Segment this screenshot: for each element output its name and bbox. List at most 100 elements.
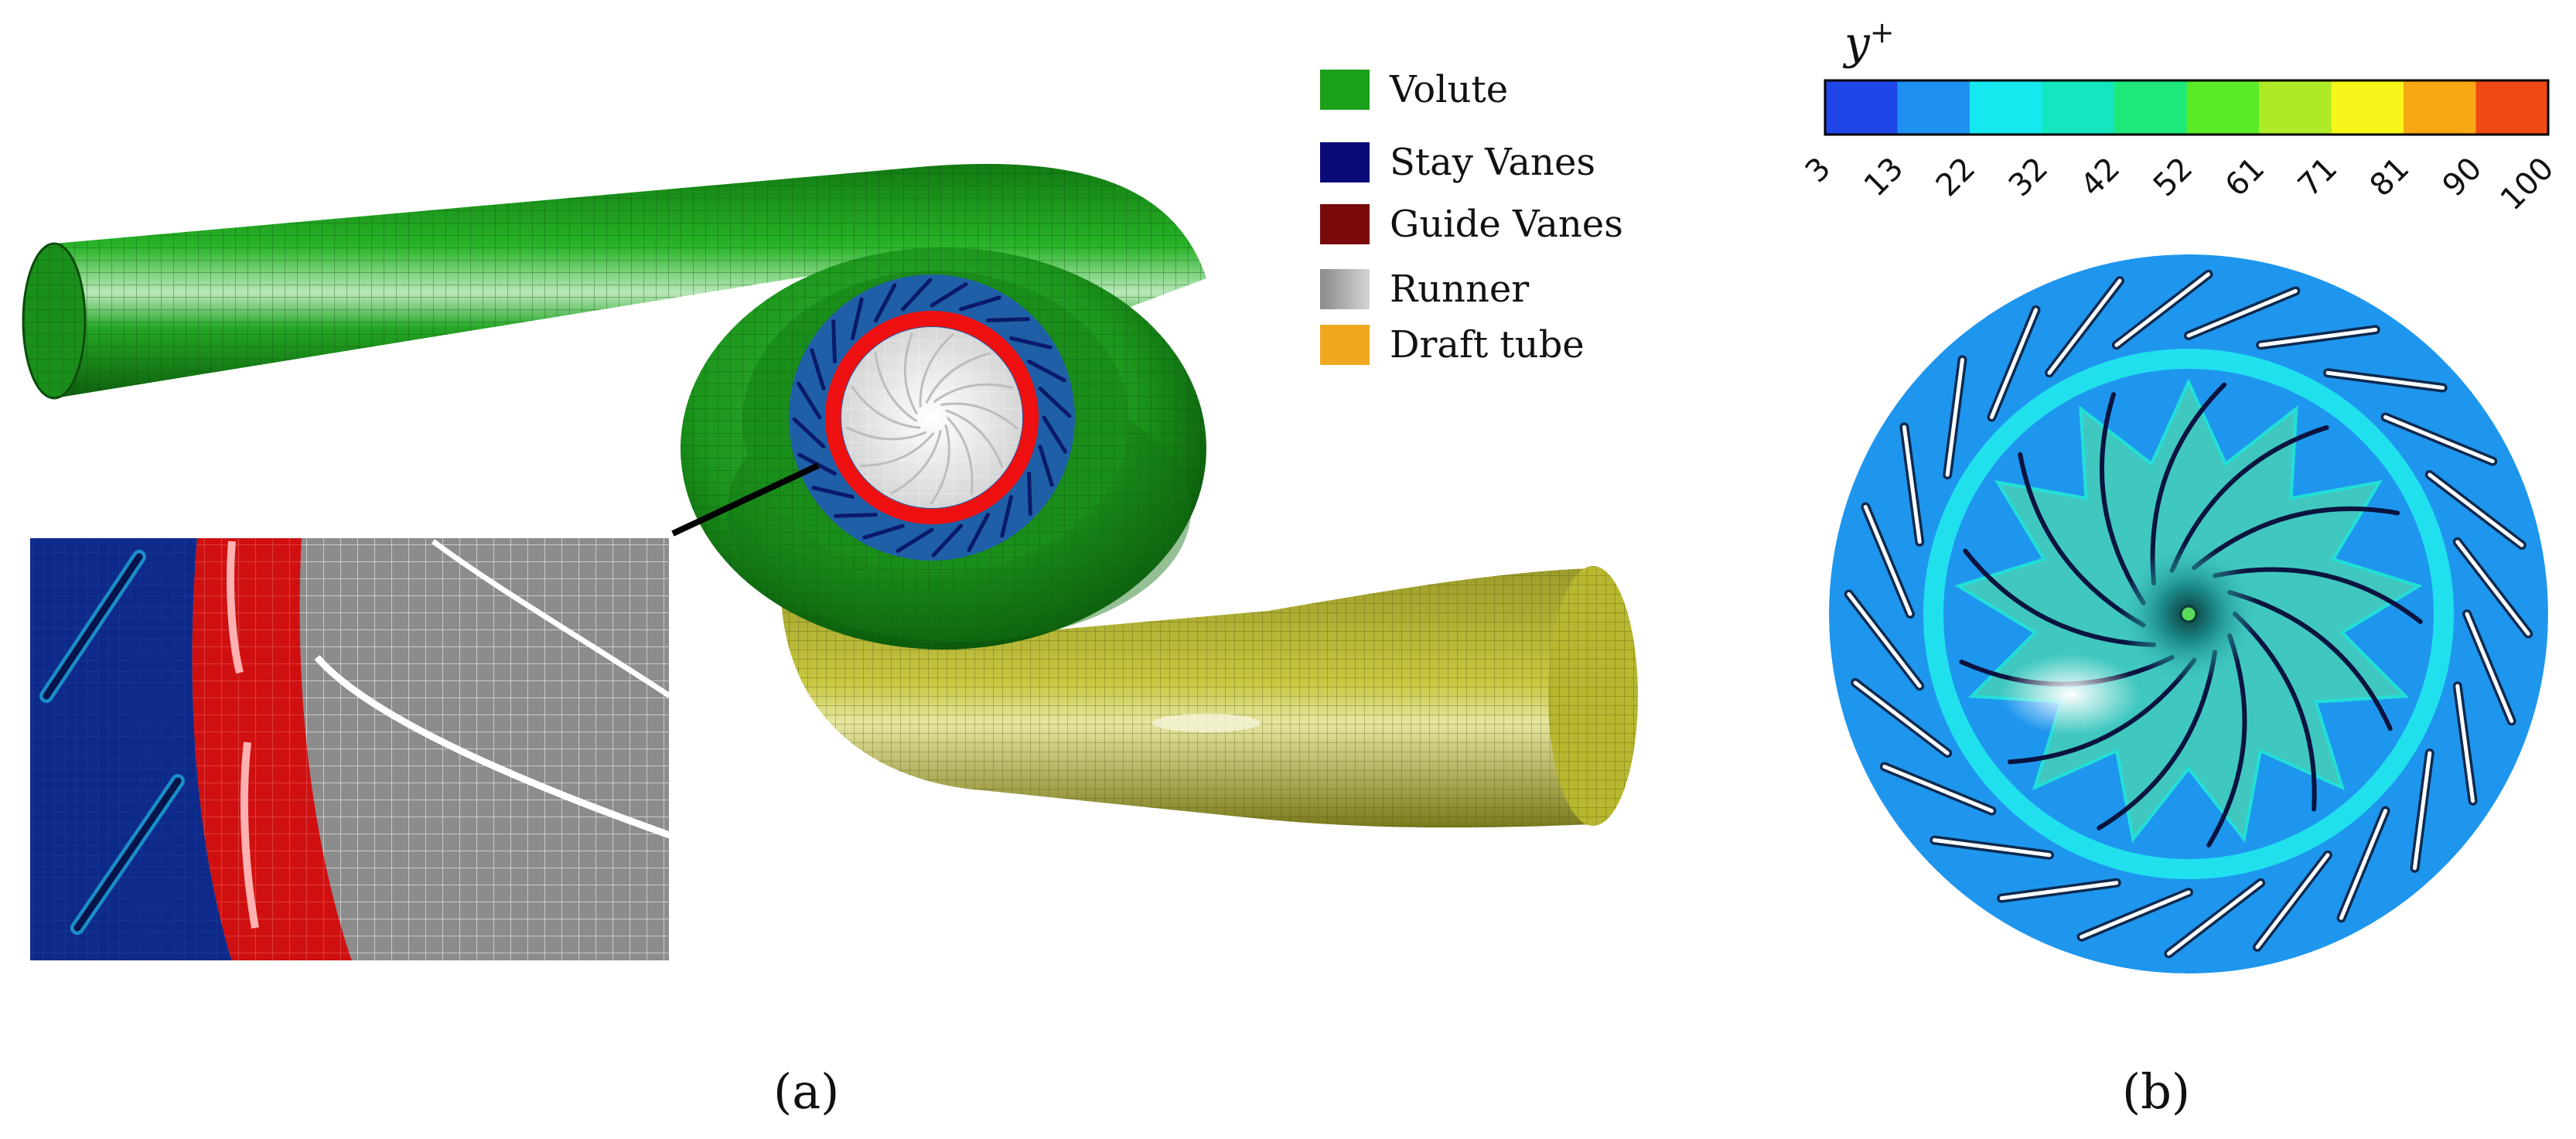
guide-vane-profile xyxy=(1929,835,2054,860)
colorbar-segment xyxy=(2186,80,2260,135)
colorbar-segment xyxy=(2259,80,2332,135)
stay-vane xyxy=(930,282,968,308)
stay-vane xyxy=(1009,336,1053,350)
runner-yplus-contour xyxy=(1829,254,2548,974)
runner-blade xyxy=(890,430,942,495)
guide-vane-profile xyxy=(2424,470,2527,551)
guide-vane-profile xyxy=(1851,677,1953,758)
stay-vane xyxy=(874,283,897,322)
guide-vane-profile xyxy=(1844,589,1925,691)
legend-swatch-volute xyxy=(1320,70,1370,110)
guide-vane-profile xyxy=(2256,325,2380,350)
runner-blade-profile xyxy=(2007,657,2197,765)
legend-label-volute: Volute xyxy=(1390,68,1509,111)
guide-vane-profile xyxy=(2323,368,2448,393)
legend-swatch-runner xyxy=(1320,269,1370,309)
stay-vane xyxy=(811,486,855,500)
runner-blade xyxy=(903,332,918,414)
stay-vane xyxy=(900,278,933,312)
runner-blade xyxy=(945,409,1004,469)
draft-tube xyxy=(780,564,1638,828)
runner-blade xyxy=(933,383,1014,404)
legend-label-draft-tube: Draft tube xyxy=(1390,323,1585,367)
guide-vane-profile xyxy=(2336,806,2390,923)
colorbar-segment xyxy=(2331,80,2404,135)
stay-vane xyxy=(834,513,878,518)
colorbar-segment xyxy=(2475,80,2549,135)
stay-vane xyxy=(896,527,934,553)
legend-label-guide-vanes: Guide Vanes xyxy=(1390,203,1623,246)
runner-blade xyxy=(930,424,950,505)
stay-vane xyxy=(797,381,822,420)
guide-vane-profile xyxy=(1943,355,1967,479)
colorbar-title: y+ xyxy=(1844,15,1895,69)
runner-blade xyxy=(844,425,927,441)
runner-blade xyxy=(946,416,974,495)
runner-blade-profile xyxy=(2213,567,2423,624)
zoom-pointer-line xyxy=(671,462,820,537)
guide-vane-profile xyxy=(2452,537,2533,639)
guide-vane-profile xyxy=(1997,878,2121,903)
legend-item-draft-tube: Draft tube xyxy=(1320,325,1585,365)
colorbar-tick-label: 61 xyxy=(2218,150,2272,204)
colorbar-title-sup: + xyxy=(1869,15,1895,49)
guide-vane-profile xyxy=(2380,412,2498,466)
legend-swatch-stay-vanes xyxy=(1320,142,1370,182)
runner-blade-profile xyxy=(2099,392,2146,605)
runner-blade xyxy=(874,352,918,423)
colorbar-tick-label: 3 xyxy=(1798,150,1838,190)
runner-blade-profile xyxy=(2018,452,2146,628)
guide-vane-profile xyxy=(2184,286,2301,340)
stay-vane xyxy=(792,417,826,449)
turbine-mesh-illustration xyxy=(22,163,1638,962)
guide-vane-profile xyxy=(2076,888,2193,942)
guide-vane-profile xyxy=(2410,749,2434,873)
colorbar xyxy=(1824,79,2550,136)
stay-vane xyxy=(959,295,1001,312)
legend-label-stay-vanes: Stay Vanes xyxy=(1390,141,1595,184)
colorbar-segment xyxy=(1825,80,1898,135)
colorbar-tick-label: 32 xyxy=(2001,150,2055,204)
runner-blade-profile xyxy=(2227,590,2393,731)
stay-vane xyxy=(850,297,864,340)
runner-blade-profile xyxy=(2206,633,2247,847)
colorbar-segment xyxy=(2404,80,2476,135)
guide-vane-profile xyxy=(2252,850,2332,952)
colorbar-title-var: y xyxy=(1844,16,1870,70)
volute-inlet-pipe xyxy=(22,163,1206,400)
caption-a: (a) xyxy=(773,1063,840,1120)
guide-vane-profile xyxy=(1899,422,1925,547)
stay-vane xyxy=(1038,445,1054,487)
stay-vane xyxy=(810,348,826,390)
stay-vane xyxy=(931,523,964,558)
legend-item-volute: Volute xyxy=(1320,70,1508,110)
legend-item-guide-vanes: Guide Vanes xyxy=(1320,204,1623,244)
stay-vane xyxy=(967,513,990,552)
colorbar-tick-label: 71 xyxy=(2291,150,2344,204)
colorbar-segment xyxy=(2114,80,2187,135)
mesh-zoom-inset xyxy=(29,537,670,961)
runner-blade xyxy=(940,402,1018,431)
colorbar-tick-label: 90 xyxy=(2435,150,2489,204)
stay-vane xyxy=(1000,495,1014,538)
guide-vane-profile xyxy=(1879,762,1997,816)
colorbar-segment xyxy=(2042,80,2115,135)
guide-vane-profile xyxy=(2462,609,2516,726)
colorbar-tick-label: 100 xyxy=(2493,150,2561,218)
legend-item-runner: Runner xyxy=(1320,269,1529,309)
stay-vane xyxy=(986,317,1030,322)
legend-swatch-guide-vanes xyxy=(1320,204,1370,244)
colorbar-tick-label: 81 xyxy=(2363,150,2417,204)
colorbar-tick-label: 22 xyxy=(1929,150,1983,204)
caption-b: (b) xyxy=(2122,1063,2191,1120)
stay-vane xyxy=(1027,360,1066,383)
legend-swatch-draft-tube xyxy=(1320,325,1370,365)
runner-blade xyxy=(850,385,921,429)
runner-blade-profile xyxy=(2097,650,2218,830)
runner-blade xyxy=(919,332,955,408)
guide-vane-profile xyxy=(2452,681,2478,806)
runner-blade-profile xyxy=(2150,382,2227,586)
runner xyxy=(841,327,1022,508)
colorbar-tick-label: 42 xyxy=(2073,150,2127,204)
stay-vane xyxy=(1027,472,1032,516)
